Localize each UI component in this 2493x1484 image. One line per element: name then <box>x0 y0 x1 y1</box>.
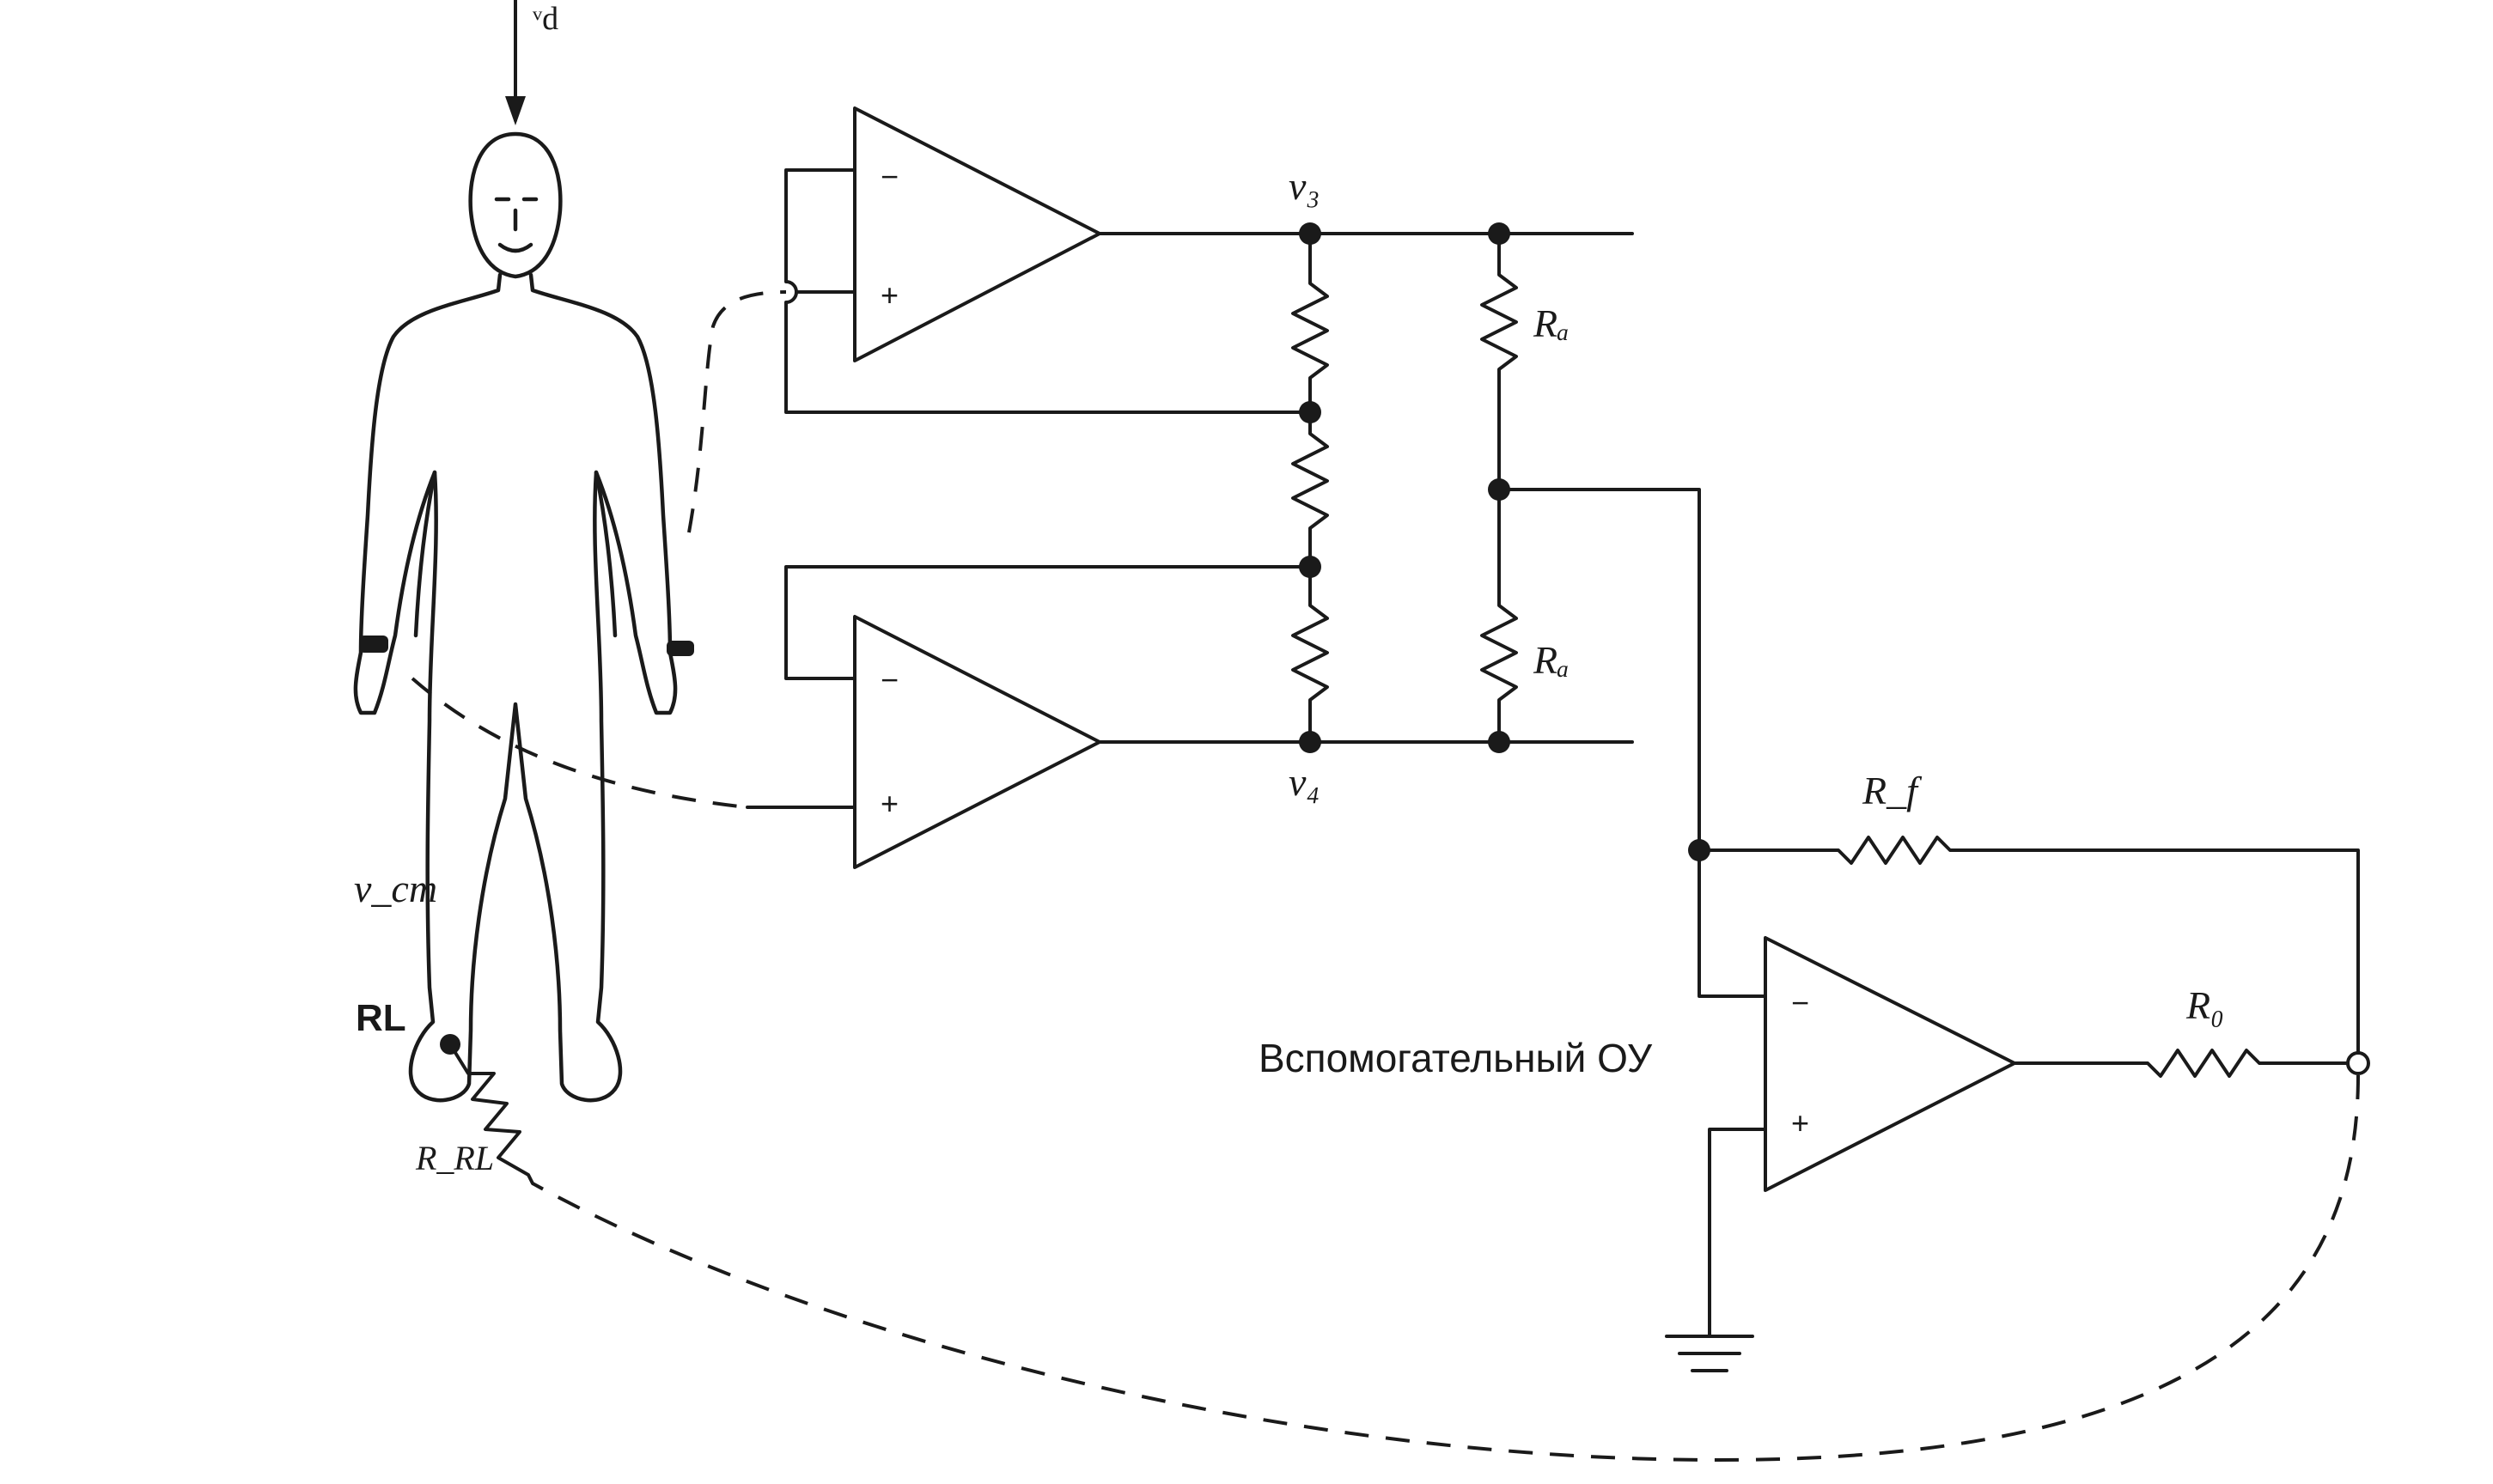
top-opamp-minus-sign: − <box>881 159 899 194</box>
gain-node-lower <box>1299 556 1321 578</box>
right-leg-drive-return <box>532 1074 2360 1463</box>
common-mode-sense-wire <box>1497 488 1767 998</box>
resistor-bottom <box>1291 565 1329 744</box>
aux-opamp-plus-sign: + <box>1791 1105 1809 1140</box>
v3-label: v₃ <box>1289 164 1320 208</box>
bottom-opamp-plus-lead <box>411 677 748 809</box>
ra-top-node <box>1488 222 1510 245</box>
bottom-opamp: − + <box>853 615 1101 869</box>
output-terminal <box>2346 1051 2370 1075</box>
resistor-gain <box>1291 411 1329 569</box>
body-outline <box>353 272 678 1103</box>
resistor-top <box>1291 232 1329 414</box>
aux-plus-to-ground <box>1708 1128 1767 1338</box>
left-wrist-electrode <box>359 636 388 653</box>
aux-opamp-minus-sign: − <box>1791 985 1809 1020</box>
left-arm-inner <box>413 470 437 638</box>
rf-label: R_f <box>1862 769 1923 812</box>
aux-opamp-label: Вспомогательный ОУ <box>1259 1036 1653 1080</box>
top-opamp-plus-lead <box>687 290 787 533</box>
face-features <box>494 197 539 253</box>
resistor-ra-top <box>1480 232 1518 491</box>
auxiliary-opamp: − + <box>1764 936 2016 1192</box>
bottom-opamp-minus-sign: − <box>881 662 899 697</box>
ra-bottom-node <box>1488 731 1510 753</box>
right-wrist-electrode <box>667 641 694 656</box>
human-figure <box>353 131 694 1103</box>
bottom-opamp-plus-sign: + <box>881 786 899 821</box>
averaging-resistors <box>1480 232 1518 744</box>
v4-node <box>1299 731 1321 753</box>
vd-label: ᵛd <box>532 1 558 37</box>
vcm-label: v_cm <box>354 867 437 910</box>
ra-top-label: Rₐ <box>1533 301 1570 345</box>
ro-resistor <box>2013 1049 2350 1078</box>
gain-node-upper <box>1299 401 1321 423</box>
top-opamp-plus-sign: + <box>881 277 899 313</box>
rl-label: RL <box>356 997 406 1039</box>
ra-bottom-label: Rₐ <box>1533 638 1570 682</box>
top-opamp: − + <box>853 106 1101 362</box>
v4-label: v₄ <box>1289 760 1320 804</box>
v3-node <box>1299 222 1321 245</box>
bottom-opamp-feedback-wire <box>784 565 1312 680</box>
resistor-ra-bottom <box>1480 488 1518 744</box>
rrl-resistor <box>448 1043 534 1185</box>
ro-label: R₀ <box>2185 983 2224 1027</box>
gain-resistor-chain <box>1291 232 1329 744</box>
right-arm-inner <box>594 470 618 638</box>
rrl-label: R_RL <box>415 1139 494 1177</box>
rf-resistor <box>1698 836 2360 1065</box>
head-outline <box>468 131 563 279</box>
ground-symbol <box>1665 1335 1754 1372</box>
vd-arrow <box>505 0 526 125</box>
